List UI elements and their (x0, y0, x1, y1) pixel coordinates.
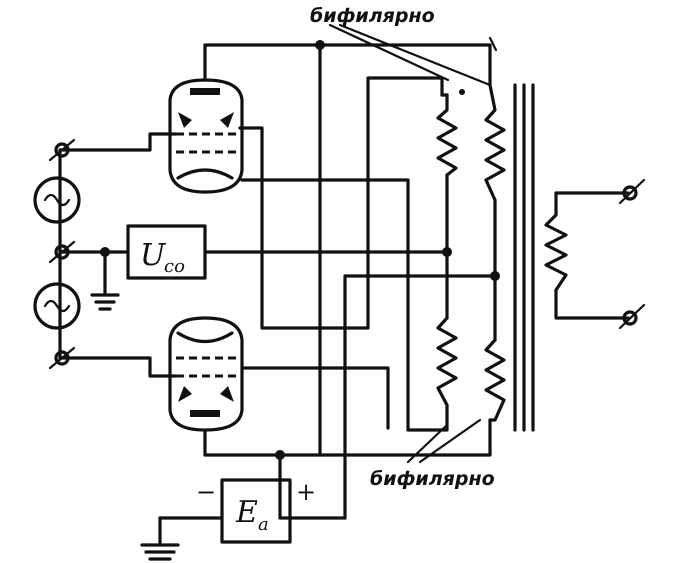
grid-bias-label: U (140, 238, 167, 273)
lower-tube (168, 316, 244, 432)
secondary-coil (544, 178, 646, 330)
ac-source-upper (33, 176, 81, 224)
minus-sign: − (196, 478, 216, 506)
grid-bias-subscript: co (164, 256, 185, 277)
anode-supply: E a − + (196, 478, 316, 544)
bifilar-bottom-label: бифилярно (370, 468, 495, 490)
junction-dots (100, 40, 500, 460)
ac-source-lower (33, 282, 81, 330)
input-terminals (48, 138, 76, 370)
transformer-core (513, 83, 535, 432)
primary-coils (436, 83, 506, 422)
bifilar-annotation-top: бифилярно (310, 5, 498, 87)
plus-sign: + (296, 478, 316, 506)
bifilar-top-label: бифилярно (310, 5, 435, 27)
grid-bias-source: U co (126, 224, 207, 280)
anode-supply-subscript: a (258, 514, 269, 535)
bifilar-annotation-bottom: бифилярно (370, 418, 495, 490)
upper-tube (168, 78, 244, 194)
wiring (58, 43, 497, 561)
anode-supply-label: E (235, 495, 258, 530)
